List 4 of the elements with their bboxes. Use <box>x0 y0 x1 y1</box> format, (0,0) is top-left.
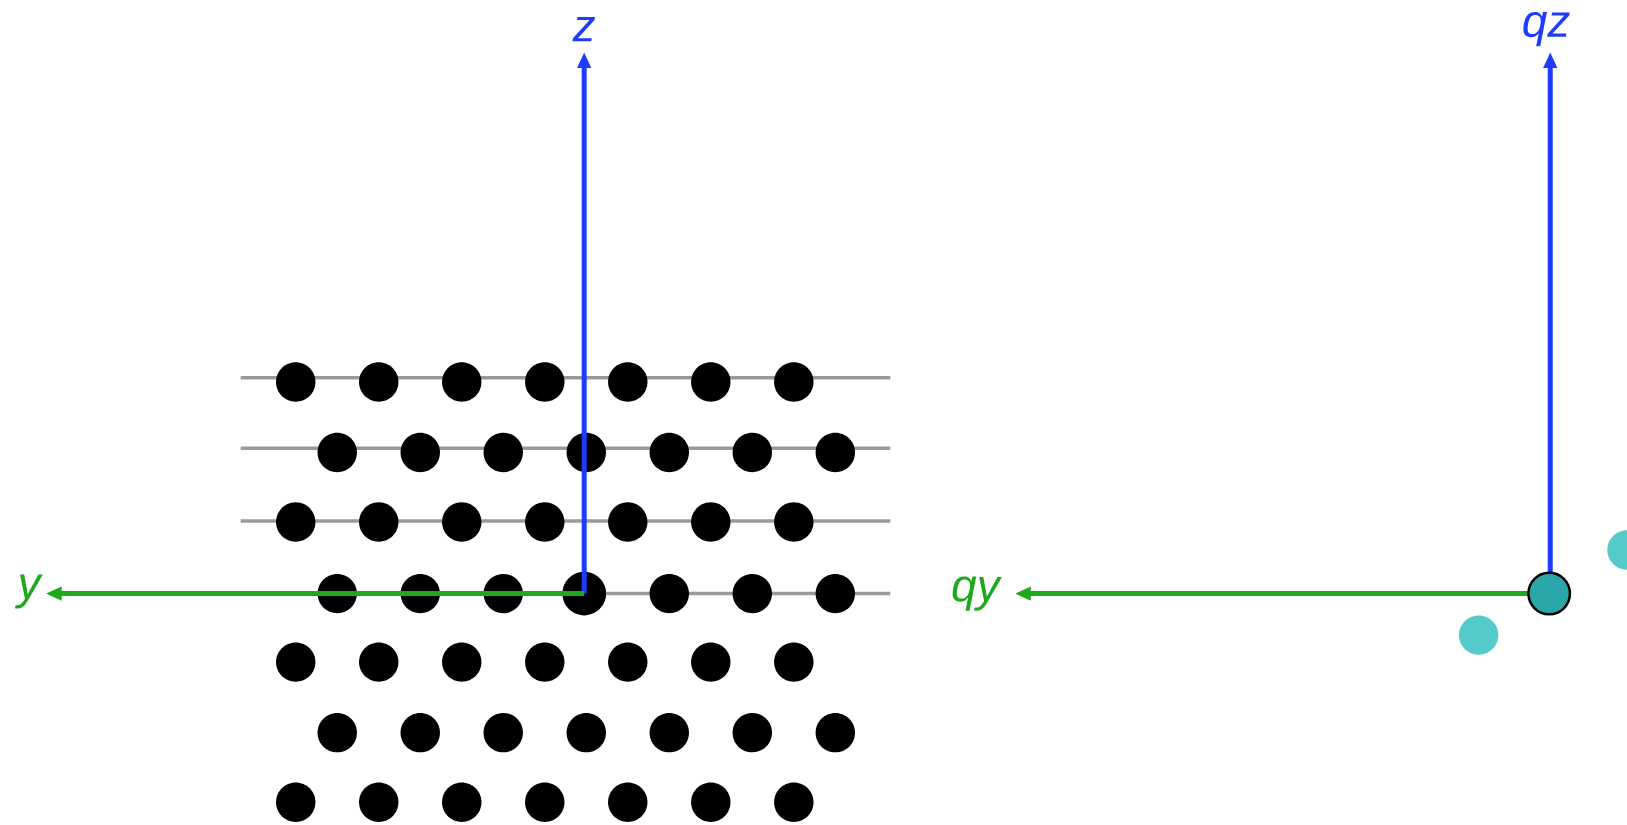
axis-label: y <box>14 574 43 609</box>
axis-label: qz <box>1523 12 1570 47</box>
axis-label: z <box>572 16 596 42</box>
axis-label: qy <box>952 576 1002 611</box>
